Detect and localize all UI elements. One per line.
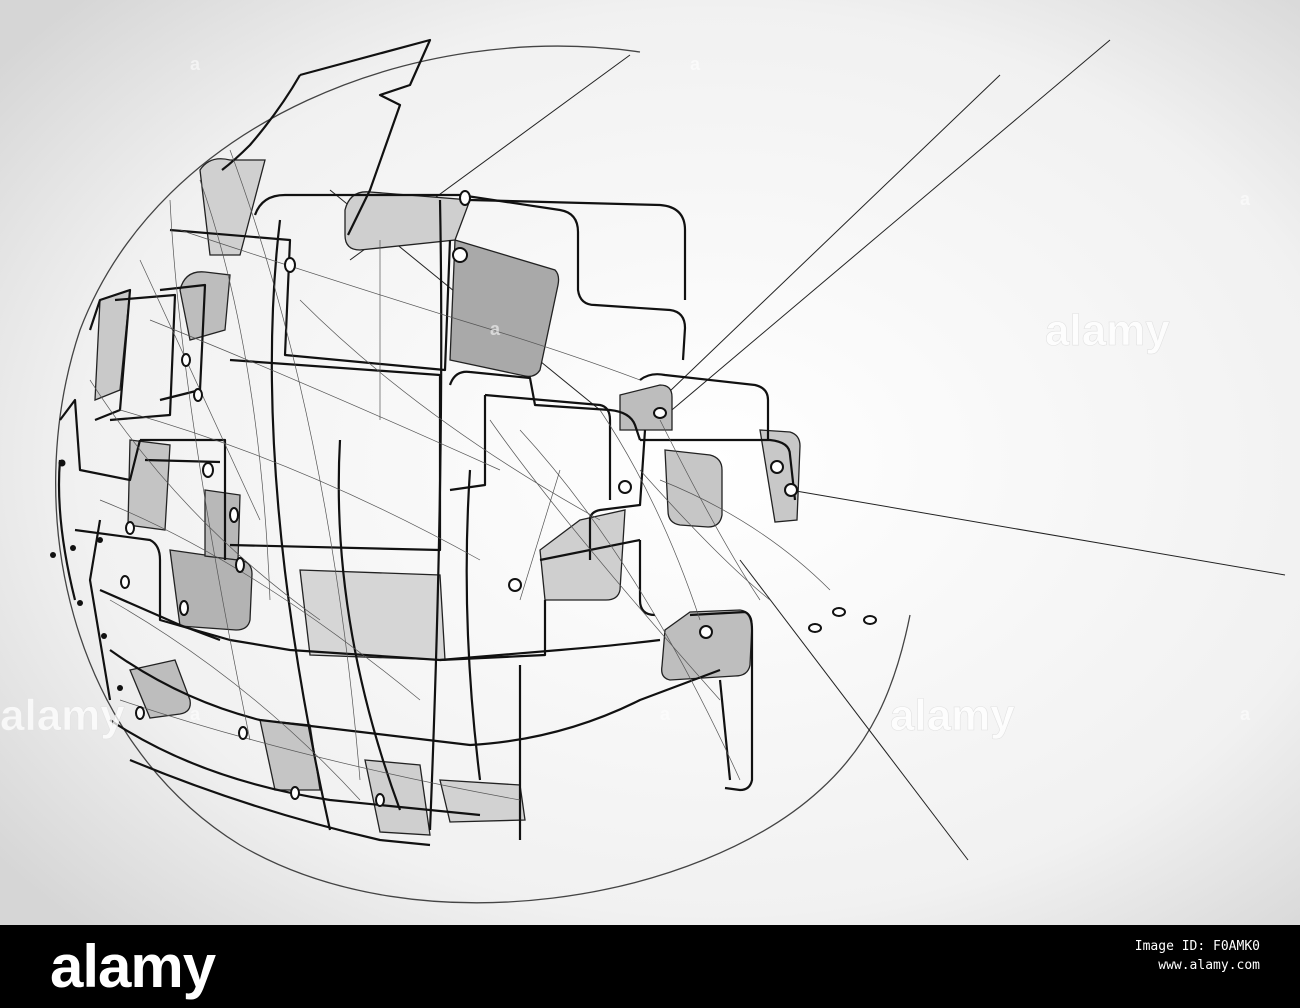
circuit-outlines	[57, 38, 797, 847]
footer-bar: alamy Image ID: F0AMK0 www.alamy.com	[0, 925, 1300, 1008]
svg-text:a: a	[190, 704, 201, 724]
solid-dots	[50, 459, 123, 691]
watermark-layer: a a a a a a a alamy alamy alamy	[0, 54, 1251, 740]
svg-text:alamy: alamy	[890, 691, 1015, 740]
connector-dots	[120, 190, 877, 807]
svg-text:alamy: alamy	[0, 691, 125, 740]
sphere-outline	[55, 45, 911, 904]
svg-text:a: a	[490, 319, 501, 339]
website-url: www.alamy.com	[1158, 958, 1260, 973]
svg-text:a: a	[190, 54, 201, 74]
image-id: Image ID: F0AMK0	[1134, 939, 1260, 954]
svg-text:a: a	[660, 704, 671, 724]
svg-text:a: a	[690, 54, 701, 74]
brand-logo: alamy	[50, 933, 216, 1000]
svg-text:alamy: alamy	[1045, 306, 1170, 355]
sphere-artwork: a a a a a a a alamy alamy alamy	[0, 0, 1300, 925]
svg-text:a: a	[1240, 189, 1251, 209]
svg-text:a: a	[1240, 704, 1251, 724]
image-codes: Image ID: F0AMK0 www.alamy.com	[1135, 937, 1260, 975]
hatching-lines	[89, 149, 831, 801]
